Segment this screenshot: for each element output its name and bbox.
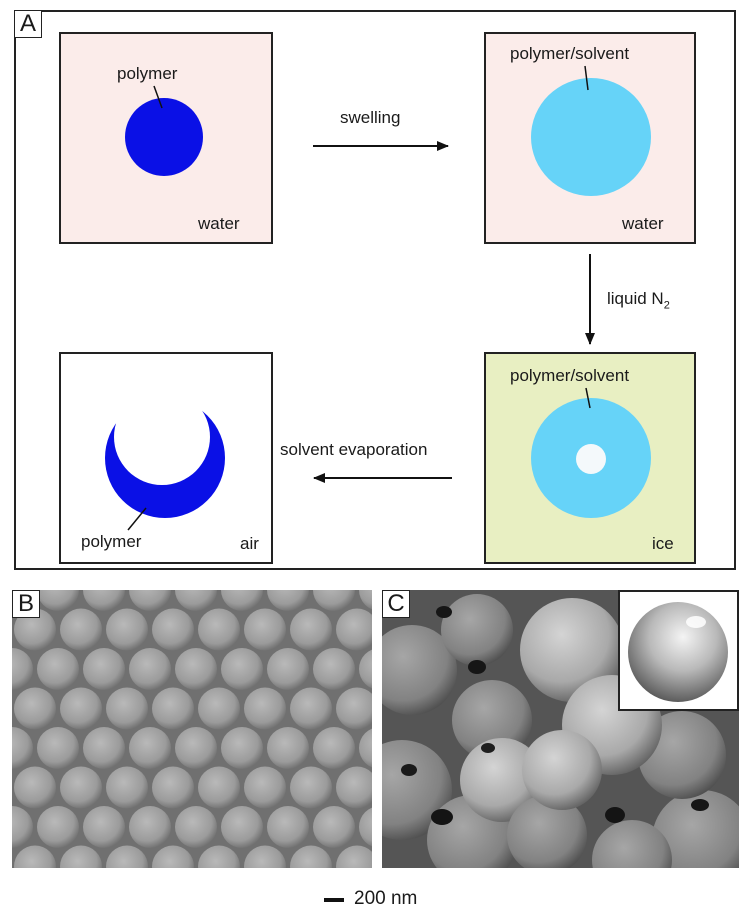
step2-particle-label: polymer/solvent [510,44,630,63]
polymer-particle [125,98,203,176]
step1-leader-line [153,85,163,109]
step4-leader-line [127,507,147,531]
panel-a-schematic [14,10,736,570]
step2-medium-label: water [622,214,664,233]
ice-core [576,444,606,474]
panel-b-sem-image [12,590,372,868]
swelling-label: swelling [340,108,401,127]
panel-a-label: A [14,10,42,38]
step4-particle-label: polymer [81,532,142,551]
panel-c-sem-image [382,590,739,868]
step3-leader-line [585,387,591,409]
solvent-evaporation-label: solvent evaporation [280,440,428,459]
swollen-particle [531,78,651,196]
step3-medium-label: ice [652,534,674,553]
packed-spheres-pattern [12,590,372,868]
step1-particle-label: polymer [117,64,178,83]
scale-bar [324,898,344,902]
step4-medium-label: air [240,534,259,553]
hollow-polymer-crescent [105,398,225,518]
step1-medium-label: water [198,214,240,233]
step3-particle-label: polymer/solvent [510,366,630,385]
step2-leader-line [584,65,589,91]
scale-bar-label: 200 nm [354,888,418,909]
liquid-nitrogen-label: liquid N2 [607,289,670,312]
panel-c-label: C [382,590,410,618]
panel-b-label: B [12,590,40,618]
inset-single-sphere [618,590,739,711]
